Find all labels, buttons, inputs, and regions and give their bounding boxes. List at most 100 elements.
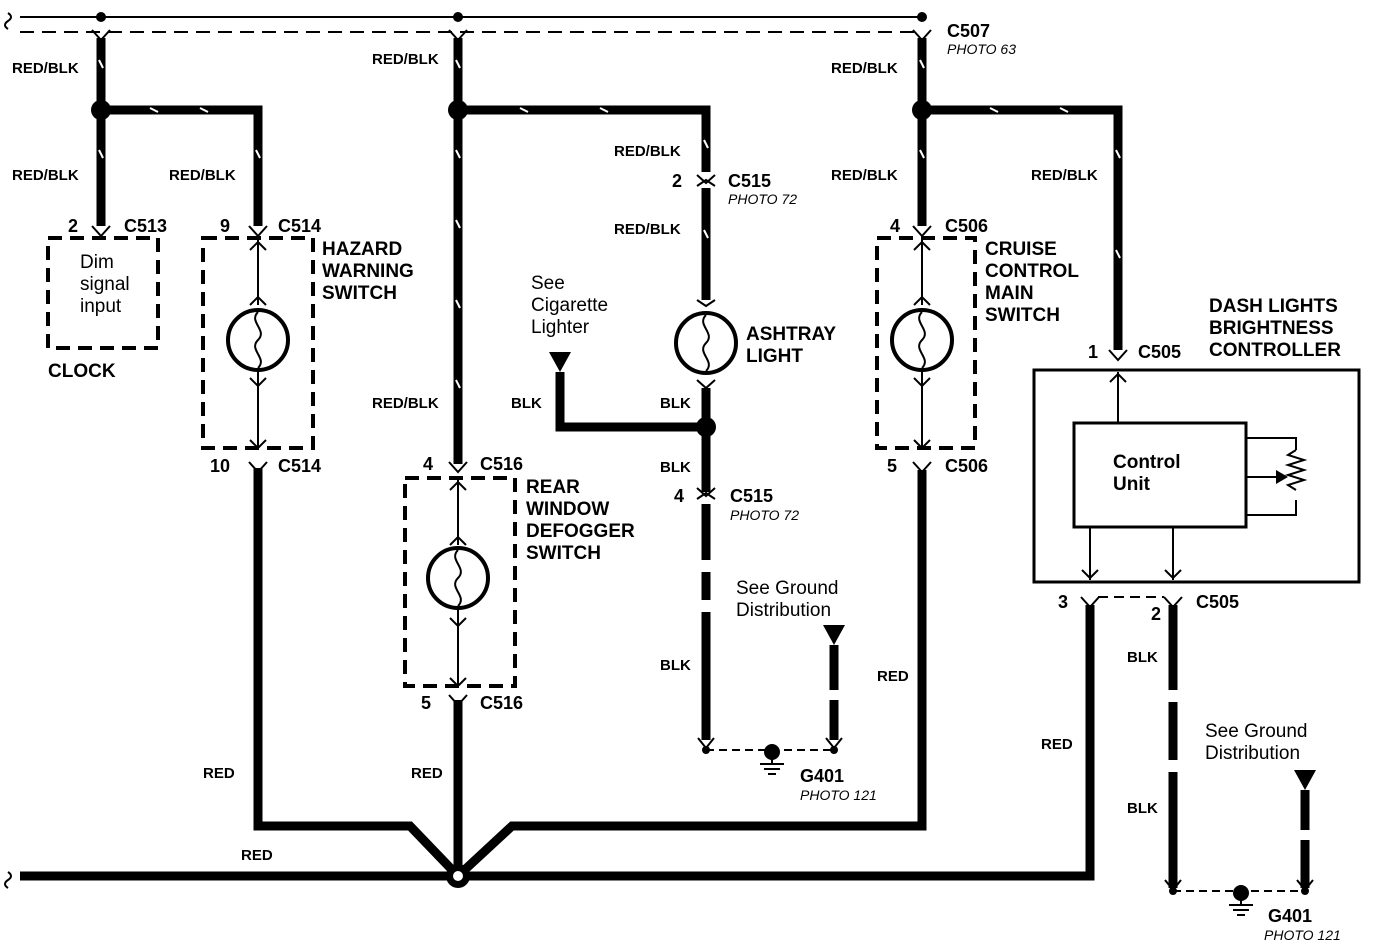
wire-label: RED: [1041, 736, 1073, 753]
wire-label: RED/BLK: [372, 395, 439, 412]
hazard-label: WARNING: [322, 261, 414, 282]
ashtray-label: LIGHT: [746, 346, 803, 367]
defogger-label: REAR: [526, 477, 580, 498]
clock-text: signal: [80, 274, 130, 295]
dash-label: BRIGHTNESS: [1209, 318, 1334, 339]
rear-defogger-component: [403, 476, 517, 688]
hazard-label: HAZARD: [322, 239, 402, 260]
connector-c505: C505: [1196, 592, 1239, 612]
pin-number: 9: [220, 216, 230, 236]
hazard-switch-component: [201, 236, 315, 450]
connector-c515: C515: [728, 171, 771, 191]
wire-label: RED: [877, 668, 909, 685]
cruise-label: MAIN: [985, 283, 1034, 304]
control-unit-label: Unit: [1113, 474, 1151, 495]
connector-c506: C506: [945, 216, 988, 236]
wire-label: RED/BLK: [1031, 167, 1098, 184]
pin-number: 5: [887, 456, 897, 476]
pin-number: 2: [68, 216, 78, 236]
wire-label: RED/BLK: [614, 221, 681, 238]
photo-ref: PHOTO 72: [730, 507, 799, 523]
ground-note: See Ground: [1205, 721, 1307, 742]
connector-c515: C515: [730, 486, 773, 506]
connector-c516: C516: [480, 693, 523, 713]
connector-c506: C506: [945, 456, 988, 476]
clock-label: CLOCK: [48, 361, 116, 382]
wire-label: BLK: [511, 395, 542, 412]
connector-c505: C505: [1138, 342, 1181, 362]
clock-component: [46, 236, 160, 350]
component-labels: Dim signal input CLOCK HAZARD WARNING SW…: [48, 239, 1341, 564]
wire-label: BLK: [660, 657, 691, 674]
connector-c514: C514: [278, 456, 321, 476]
cruise-switch-component: [875, 236, 977, 450]
ground-note: Distribution: [1205, 743, 1300, 764]
ground-g401: G401: [800, 766, 844, 786]
wire-label: RED: [241, 847, 273, 864]
wire-label: RED/BLK: [614, 143, 681, 160]
pin-number: 4: [423, 454, 433, 474]
ground-b-arrow: [1294, 770, 1316, 790]
wire-labels: RED/BLK RED/BLK RED/BLK RED/BLK RED/BLK …: [12, 51, 1158, 864]
connector-labels: C507 PHOTO 63 2 C513 9 C514 10 C514 2 C5…: [68, 21, 1341, 943]
connector-c507: C507: [947, 21, 990, 41]
hazard-label: SWITCH: [322, 283, 397, 304]
defogger-label: SWITCH: [526, 543, 601, 564]
pin-number: 2: [672, 171, 682, 191]
clock-text: Dim: [80, 252, 114, 273]
wire-label: BLK: [1127, 649, 1158, 666]
top-bus: [4, 12, 927, 33]
pin-number: 4: [890, 216, 900, 236]
ashtray-light-component: [674, 299, 738, 390]
wire-gaps: [700, 560, 1311, 840]
connector-c516: C516: [480, 454, 523, 474]
pin-number: 4: [674, 486, 684, 506]
ground-note: Distribution: [736, 600, 831, 621]
wire-label: RED/BLK: [831, 60, 898, 77]
dash-controller-component: [1032, 368, 1361, 584]
wire-label: RED/BLK: [12, 60, 79, 77]
pin-number: 3: [1058, 592, 1068, 612]
wire-label: RED/BLK: [831, 167, 898, 184]
connector-c513: C513: [124, 216, 167, 236]
dash-label: CONTROLLER: [1209, 340, 1341, 361]
cigarette-lighter-arrow: [549, 352, 571, 372]
wire-label: RED: [411, 765, 443, 782]
wire-hatches: [98, 59, 1121, 389]
cigarette-note: Lighter: [531, 317, 590, 338]
wire-label: RED/BLK: [372, 51, 439, 68]
pin-number: 5: [421, 693, 431, 713]
photo-ref: PHOTO 72: [728, 191, 797, 207]
cigarette-note: See: [531, 273, 565, 294]
notes: See Cigarette Lighter See Ground Distrib…: [531, 273, 1307, 764]
ground-note: See Ground: [736, 578, 838, 599]
wire-label: BLK: [660, 395, 691, 412]
cruise-label: SWITCH: [985, 305, 1060, 326]
control-unit-label: Control: [1113, 452, 1181, 473]
splices: [4, 100, 932, 889]
cruise-label: CONTROL: [985, 261, 1079, 282]
wire-label: BLK: [660, 459, 691, 476]
defogger-label: WINDOW: [526, 499, 609, 520]
cruise-label: CRUISE: [985, 239, 1057, 260]
ground-b-symbol: [1164, 879, 1314, 916]
ground-a-symbol: [697, 737, 843, 775]
ashtray-label: ASHTRAY: [746, 324, 836, 345]
wire-label: RED/BLK: [169, 167, 236, 184]
photo-ref: PHOTO 63: [947, 41, 1016, 57]
wires: [20, 38, 1310, 888]
cigarette-note: Cigarette: [531, 295, 608, 316]
wire-label: RED: [203, 765, 235, 782]
defogger-label: DEFOGGER: [526, 521, 635, 542]
photo-ref: PHOTO 121: [1264, 927, 1341, 943]
pin-number: 2: [1151, 604, 1161, 624]
dash-label: DASH LIGHTS: [1209, 296, 1338, 317]
wire-label: BLK: [1127, 800, 1158, 817]
pin-number: 1: [1088, 342, 1098, 362]
ground-a-arrow: [823, 625, 845, 645]
clock-text: input: [80, 296, 122, 317]
wire-label: RED/BLK: [12, 167, 79, 184]
ground-g401: G401: [1268, 906, 1312, 926]
